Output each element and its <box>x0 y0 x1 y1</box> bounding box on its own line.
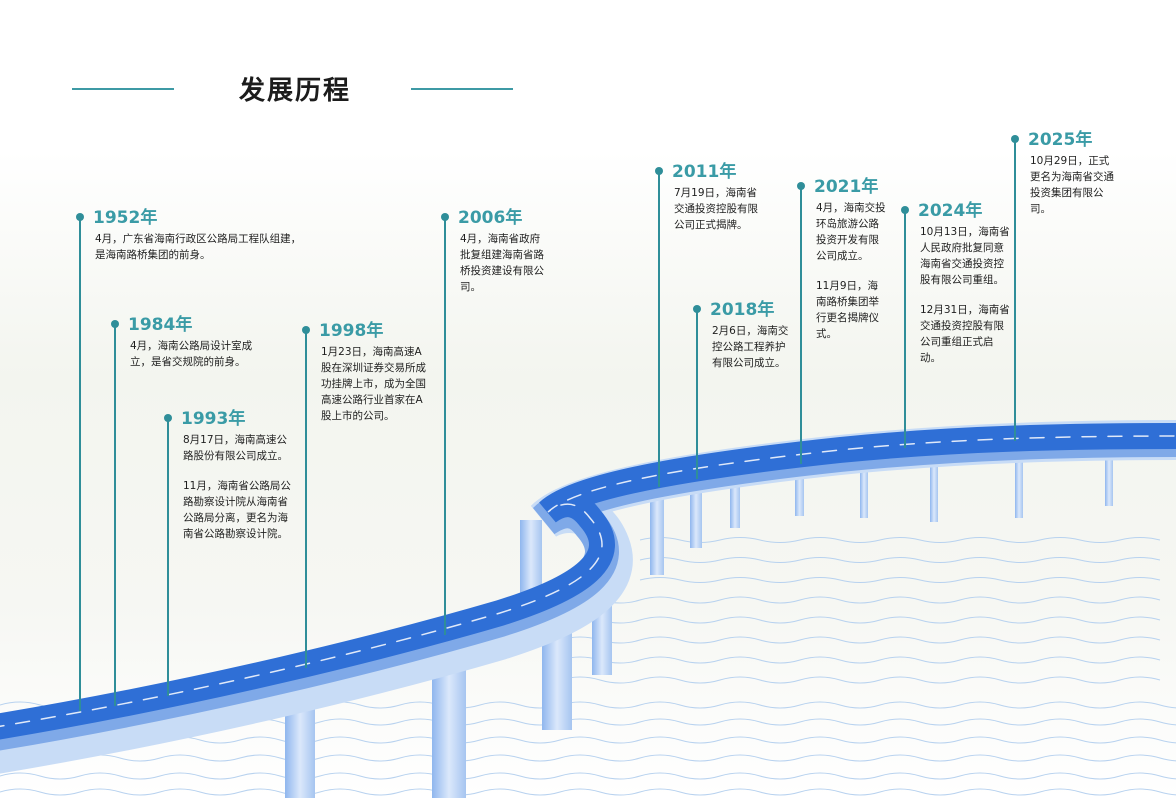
milestone-year: 1993年 <box>181 409 246 429</box>
milestone-desc: 4月，海南省政府批复组建海南省路桥投资建设有限公司。 <box>460 233 544 293</box>
milestone-stem <box>658 171 660 487</box>
milestone-desc: 2月6日，海南交控公路工程养护有限公司成立。 <box>712 325 789 369</box>
milestone-stem <box>444 217 446 635</box>
milestone-stem <box>696 309 698 479</box>
milestone-desc: 10月13日，海南省人民政府批复同意海南省交通投资控股有限公司重组。 12月31… <box>920 226 1010 364</box>
title-rule-right <box>411 88 513 90</box>
milestone-stem <box>1014 139 1016 441</box>
milestone-year: 1984年 <box>128 315 193 335</box>
water-waves <box>0 537 1176 796</box>
bridge-pillars <box>285 446 1113 798</box>
milestone-dot <box>111 320 119 328</box>
milestone-desc: 1月23日，海南高速A股在深圳证券交易所成功挂牌上市，成为全国高速公路行业首家在… <box>321 346 426 422</box>
milestone-year: 1998年 <box>319 321 384 341</box>
milestone-year: 2011年 <box>672 162 737 182</box>
milestone-dot <box>302 326 310 334</box>
milestone-stem <box>167 418 169 696</box>
milestone-dot <box>76 213 84 221</box>
milestone-dot <box>797 182 805 190</box>
milestone-year: 2021年 <box>814 177 879 197</box>
milestone-desc: 7月19日，海南省交通投资控股有限公司正式揭牌。 <box>674 187 758 231</box>
milestone-dot <box>1011 135 1019 143</box>
title-rule-left <box>72 88 174 90</box>
milestone-stem <box>305 330 307 668</box>
milestone-dot <box>655 167 663 175</box>
page-title: 发展历程 <box>238 76 351 106</box>
milestone-stem <box>800 186 802 464</box>
milestone-desc: 4月，海南公路局设计室成立，是省交规院的前身。 <box>130 340 253 368</box>
milestone-stem <box>904 210 906 448</box>
milestone-year: 2018年 <box>710 300 775 320</box>
milestone-desc: 4月，海南交投环岛旅游公路投资开发有限公司成立。 11月9日，海南路桥集团举行更… <box>816 202 886 340</box>
milestone-stem <box>79 217 81 711</box>
milestone-desc: 8月17日，海南高速公路股份有限公司成立。 11月，海南省公路局公路勘察设计院从… <box>183 434 291 540</box>
milestone-dot <box>693 305 701 313</box>
road <box>0 420 1176 774</box>
milestone-year: 2006年 <box>458 208 523 228</box>
milestone-desc: 4月，广东省海南行政区公路局工程队组建，是海南路桥集团的前身。 <box>95 233 302 261</box>
milestone-dot <box>441 213 449 221</box>
milestone-stem <box>114 324 116 706</box>
milestone-desc: 10月29日，正式更名为海南省交通投资集团有限公司。 <box>1030 155 1114 215</box>
milestone-year: 1952年 <box>93 208 158 228</box>
milestone-year: 2024年 <box>918 201 983 221</box>
milestone-dot <box>901 206 909 214</box>
milestone-dot <box>164 414 172 422</box>
milestone-year: 2025年 <box>1028 130 1093 150</box>
